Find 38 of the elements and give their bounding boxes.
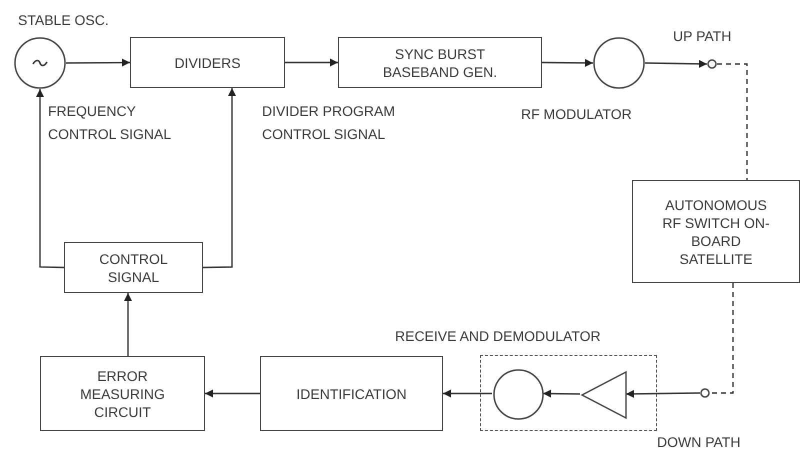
arrow xyxy=(543,390,580,398)
amplifier-triangle xyxy=(581,371,627,419)
box-label: IDENTIFICATION xyxy=(295,384,408,402)
group-heading: RECEIVE AND DEMODULATOR xyxy=(395,328,601,344)
box-label: DIVIDERS xyxy=(173,54,242,72)
circle-node xyxy=(493,369,544,420)
node-caption: STABLE OSC. xyxy=(18,11,109,30)
box-label: SYNC BURST BASEBAND GEN. xyxy=(382,44,498,80)
arrow xyxy=(66,58,130,67)
dashed-line xyxy=(710,283,734,394)
box-label: AUTONOMOUS RF SWITCH ON-BOARD SATELLITE xyxy=(661,196,771,268)
arrow xyxy=(205,390,260,398)
oscillator-circle xyxy=(14,37,66,89)
process-box xyxy=(130,37,285,88)
terminal-circle xyxy=(700,388,710,398)
dashed-line xyxy=(717,63,748,180)
signal-label: FREQUENCY CONTROL SIGNAL xyxy=(48,102,172,144)
arrow xyxy=(124,293,132,356)
box-label: CONTROL SIGNAL xyxy=(98,250,169,286)
arrow xyxy=(542,58,593,67)
box-label: ERROR MEASURING CIRCUIT xyxy=(79,366,166,420)
arrow xyxy=(36,89,64,268)
node-caption: UP PATH xyxy=(673,27,732,46)
process-box xyxy=(632,180,800,283)
arrow xyxy=(443,390,492,398)
arrow xyxy=(644,60,708,68)
process-box xyxy=(40,356,205,431)
arrow xyxy=(626,390,700,398)
process-box xyxy=(64,242,203,293)
arrow xyxy=(285,58,338,66)
arrow xyxy=(202,88,236,268)
node-caption: DOWN PATH xyxy=(657,433,740,452)
circle-node xyxy=(593,37,645,89)
signal-label: DIVIDER PROGRAM CONTROL SIGNAL xyxy=(262,102,396,144)
process-box xyxy=(338,37,542,88)
process-box xyxy=(260,356,443,431)
node-caption: RF MODULATOR xyxy=(521,105,632,124)
terminal-circle xyxy=(707,59,717,69)
